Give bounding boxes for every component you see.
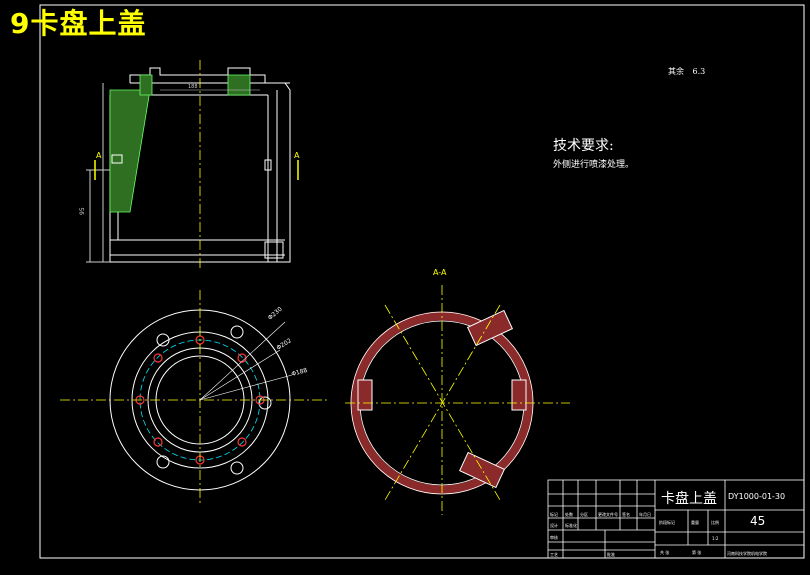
sheet-border xyxy=(39,4,805,559)
section-aa-label: A-A xyxy=(433,268,447,277)
tech-req-item: 外侧进行喷漆处理。 xyxy=(553,160,635,170)
tb-scale: 1:2 xyxy=(712,536,719,541)
tb-row-sign: 签名 xyxy=(622,511,630,517)
dim-pcd: Φ188 xyxy=(291,367,309,378)
tb-row-docno: 更改文件号 xyxy=(598,511,618,517)
tb-role-std: 标准化 xyxy=(565,522,577,528)
front-section-view xyxy=(86,67,291,263)
section-aa-centerlines xyxy=(345,285,570,515)
tb-sheets-total: 共 张 xyxy=(660,549,669,555)
title-block xyxy=(547,479,805,559)
tb-ratio-label: 比例 xyxy=(711,519,719,525)
tb-drawing-no: DY1000-01-30 xyxy=(728,492,785,501)
cut-label-left: A xyxy=(96,151,102,160)
tb-school: 河南科技学院机电学院 xyxy=(727,550,767,556)
tb-stage-label: 阶段标记 xyxy=(659,519,675,525)
dim-outer-dia: Φ230 xyxy=(267,306,284,322)
material-label: 其余 xyxy=(668,67,684,76)
tb-row-mark: 标记 xyxy=(550,511,558,517)
tb-role-design: 设计 xyxy=(550,522,558,528)
tb-role-process: 工艺 xyxy=(550,552,558,557)
tb-sheet-num: 第 张 xyxy=(692,549,701,555)
tb-part-name: 卡盘上盖 xyxy=(661,490,717,507)
dim-height: 95 xyxy=(79,207,86,215)
dim-mid-dia: Φ202 xyxy=(275,337,293,352)
top-view-leaders xyxy=(199,321,293,401)
tb-sheet-qty: 45 xyxy=(750,514,765,528)
surface-finish-note: 其余 6.3 xyxy=(668,66,705,77)
top-view-centerlines xyxy=(60,290,330,505)
cut-label-right: A xyxy=(294,151,300,160)
section-cut-markers: A A xyxy=(94,151,300,180)
roughness-mark: 6.3 xyxy=(692,67,706,76)
dim-top-width: 188 xyxy=(188,84,198,90)
drawing-title: 9卡盘上盖 xyxy=(10,7,147,40)
tb-weight-label: 重量 xyxy=(691,519,699,525)
tb-role-approve: 批准 xyxy=(607,551,615,557)
tb-row-count: 处数 xyxy=(565,511,573,517)
tb-row-date: 年月日 xyxy=(639,511,651,517)
tb-row-zone: 分区 xyxy=(580,511,588,517)
tech-req-heading: 技术要求: xyxy=(553,138,614,154)
tb-role-review: 审核 xyxy=(550,534,558,540)
